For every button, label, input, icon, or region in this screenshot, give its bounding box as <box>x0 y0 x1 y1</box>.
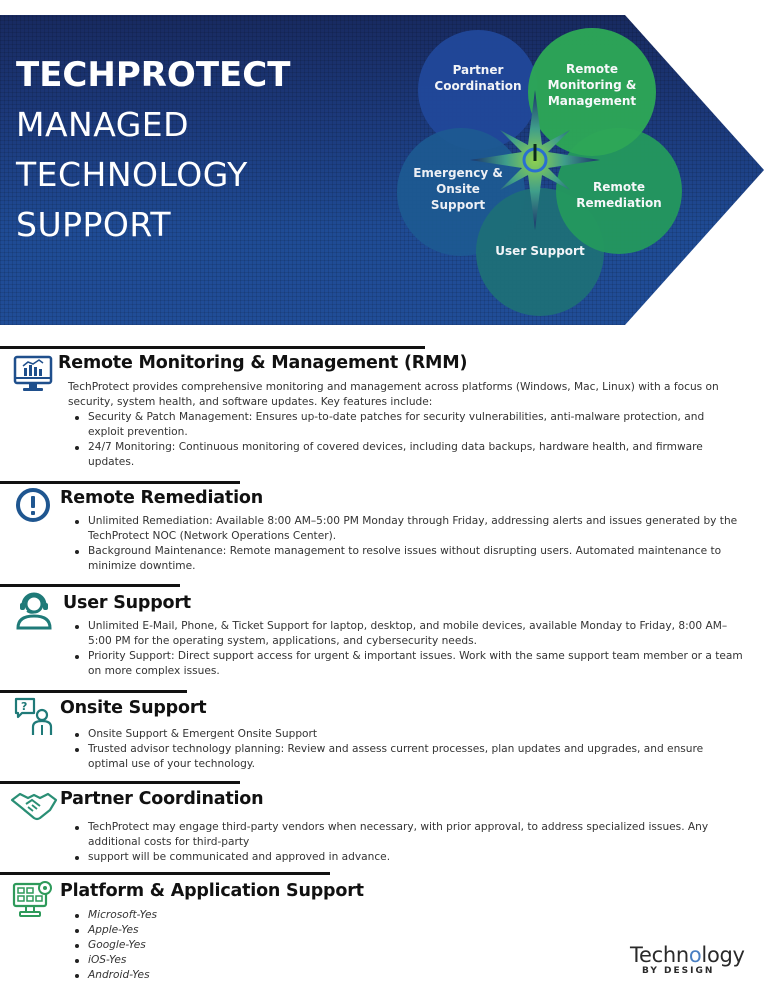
list-item: Microsoft-Yes <box>73 908 373 923</box>
partner-coordination-bullets: TechProtect may engage third-party vendo… <box>73 820 743 865</box>
question-person-icon: ? <box>14 697 53 735</box>
circle-label: Remote Remediation <box>576 180 662 210</box>
list-item: 24/7 Monitoring: Continuous monitoring o… <box>73 440 743 470</box>
list-item: Unlimited Remediation: Available 8:00 AM… <box>73 514 743 544</box>
banner-title-line-2: MANAGED <box>16 105 190 144</box>
list-item: iOS-Yes <box>73 953 373 968</box>
banner-title-line-3: TECHNOLOGY <box>16 155 248 194</box>
list-item: Trusted advisor technology planning: Rev… <box>73 742 743 772</box>
banner-title-line-1: TECHPROTECT <box>16 55 291 95</box>
technology-by-design-logo: Technology BY DESIGN <box>630 944 752 976</box>
list-item: Google-Yes <box>73 938 373 953</box>
list-item: Onsite Support & Emergent Onsite Support <box>73 727 743 742</box>
list-item: Apple-Yes <box>73 923 373 938</box>
section-title-partner-coordination: Partner Coordination <box>60 789 264 809</box>
circle-label: Emergency & Onsite Support <box>413 166 503 212</box>
list-item: Background Maintenance: Remote managemen… <box>73 544 743 574</box>
section-divider <box>0 781 240 784</box>
circle-label: Remote Monitoring & Management <box>547 62 637 108</box>
list-item: Priority Support: Direct support access … <box>73 649 743 679</box>
section-title-platform-application-support: Platform & Application Support <box>60 881 364 901</box>
section-divider <box>0 346 425 349</box>
circle-label: User Support <box>495 244 585 258</box>
section-title-rmm: Remote Monitoring & Management (RMM) <box>58 353 468 373</box>
remediation-bullets: Unlimited Remediation: Available 8:00 AM… <box>73 514 743 574</box>
section-divider <box>0 690 187 693</box>
logo-text-prefix: Techn <box>630 943 689 967</box>
monitor-apps-gear-icon <box>12 881 52 917</box>
logo-text-suffix: logy <box>701 943 745 967</box>
logo-wordmark: Technology <box>630 944 752 966</box>
headset-user-icon <box>16 592 52 630</box>
list-item: support will be communicated and approve… <box>73 850 743 865</box>
compass-star-icon <box>470 90 600 230</box>
onsite-support-bullets: Onsite Support & Emergent Onsite Support… <box>73 727 743 772</box>
list-item: Android-Yes <box>73 968 373 983</box>
logo-power-o-icon: o <box>688 943 702 967</box>
section-divider <box>0 584 180 587</box>
banner-title: TECHPROTECT MANAGED TECHNOLOGY SUPPORT <box>16 50 290 250</box>
platform-support-bullets: Microsoft-Yes Apple-Yes Google-Yes iOS-Y… <box>73 908 373 983</box>
banner-title-line-4: SUPPORT <box>16 205 172 244</box>
section-title-user-support: User Support <box>63 593 191 613</box>
circle-label: Partner Coordination <box>434 63 522 93</box>
diagram-circle-rmm: Remote Monitoring & Management <box>528 28 656 156</box>
handshake-icon <box>10 792 58 821</box>
list-item: Unlimited E-Mail, Phone, & Ticket Suppor… <box>73 619 743 649</box>
rmm-bullets: Security & Patch Management: Ensures up-… <box>73 410 743 470</box>
alert-circle-icon <box>16 488 50 522</box>
svg-text:?: ? <box>21 700 27 713</box>
rmm-intro: TechProtect provides comprehensive monit… <box>68 381 719 408</box>
monitor-chart-icon <box>13 355 53 391</box>
list-item: TechProtect may engage third-party vendo… <box>73 820 743 850</box>
section-title-remote-remediation: Remote Remediation <box>60 488 263 508</box>
user-support-bullets: Unlimited E-Mail, Phone, & Ticket Suppor… <box>73 619 743 679</box>
logo-tagline: BY DESIGN <box>642 966 715 976</box>
list-item: Security & Patch Management: Ensures up-… <box>73 410 743 440</box>
section-title-onsite-support: Onsite Support <box>60 698 207 718</box>
section-divider <box>0 481 240 484</box>
section-divider <box>0 872 330 875</box>
